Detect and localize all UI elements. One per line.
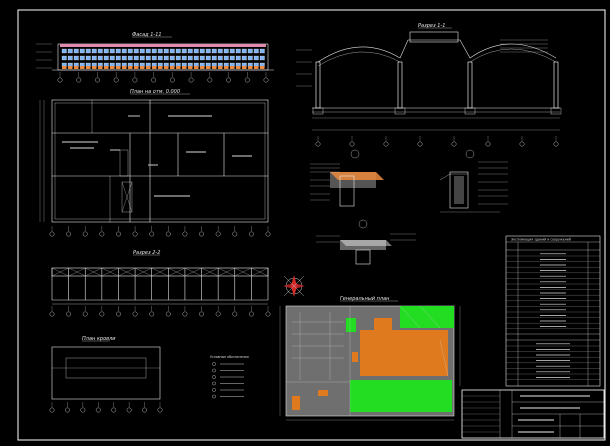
master-plan: Генеральный план	[279, 296, 461, 421]
compass-rose	[283, 275, 305, 297]
roof-plan: План кровли	[49, 336, 163, 413]
site-main-building	[360, 330, 448, 376]
masterplan-title: Генеральный план	[340, 296, 390, 302]
spec-table: Экспликация зданий и сооружений	[505, 235, 601, 387]
site-lawn-ne	[400, 306, 454, 328]
sheet-frame	[17, 9, 606, 441]
section22-title: Разрез 2-2	[133, 250, 160, 256]
facade-title: Фасад 1-11	[132, 32, 162, 38]
section-1-1: Разрез 1-1	[296, 23, 562, 147]
facade-view: Фасад 1-11	[36, 32, 274, 83]
title-stamp	[461, 389, 605, 439]
spec-table-title: Экспликация зданий и сооружений	[511, 238, 571, 242]
roof-title: План кровли	[82, 336, 116, 342]
floor-plan: План на отм. 0.000	[39, 89, 271, 237]
section-2-2: Разрез 2-2	[49, 250, 271, 317]
detail-nodes	[310, 149, 508, 265]
section11-title: Разрез 1-1	[418, 23, 445, 29]
plan-title: План на отм. 0.000	[130, 89, 180, 95]
legend-block: Условные обозначения	[210, 355, 249, 399]
legend-title: Условные обозначения	[210, 355, 249, 359]
site-lawn-se	[350, 380, 452, 412]
